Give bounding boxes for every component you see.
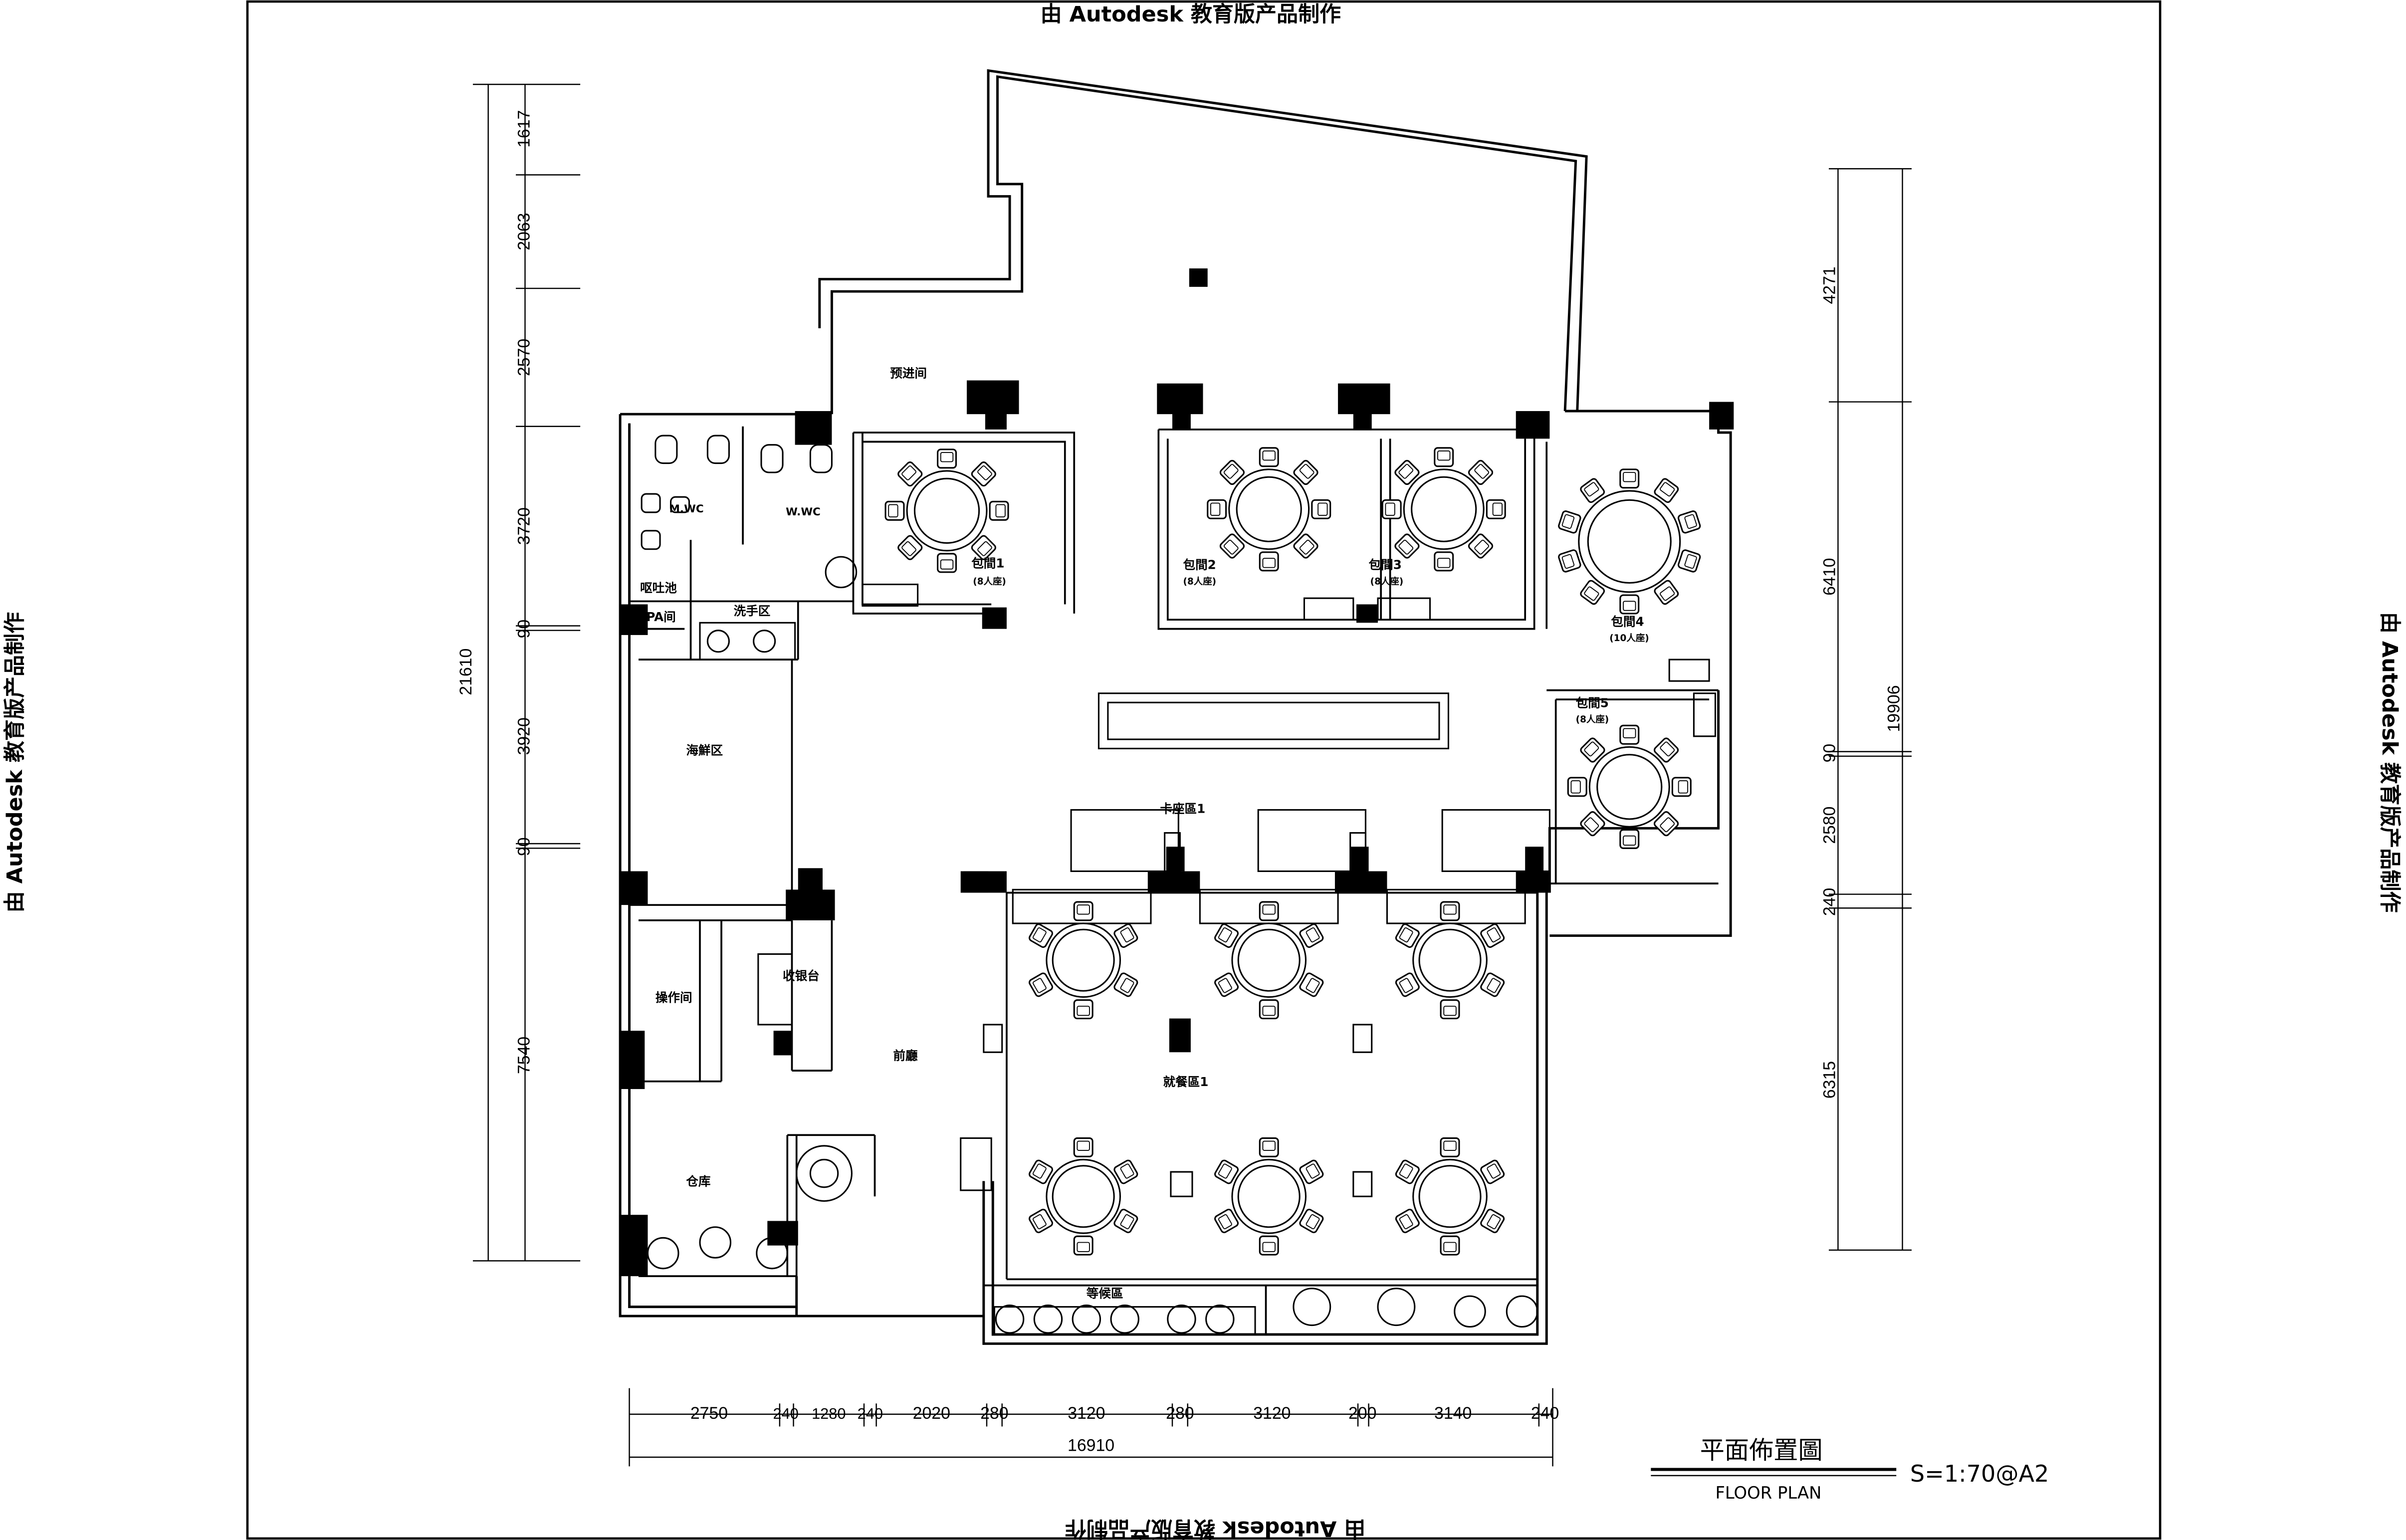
room-label-front-hall: 前廳 xyxy=(893,1049,918,1063)
dim-bottom-8: 280 xyxy=(1166,1404,1194,1423)
chair xyxy=(1259,901,1279,921)
dim-right-2: 6410 xyxy=(1820,558,1839,595)
room-label-cashier: 收银台 xyxy=(783,969,820,983)
watermark-left: 由 Autodesk 教育版产品制作 xyxy=(2,612,27,913)
room-label-spittoon: 呕吐池 xyxy=(640,581,677,595)
title-block-title: 平面佈置圖 xyxy=(1700,1436,1823,1465)
dim-left-total: 21610 xyxy=(456,649,475,695)
chair xyxy=(1619,468,1640,489)
chair xyxy=(1440,1235,1460,1256)
dim-bottom-total: 16910 xyxy=(1068,1436,1114,1455)
dim-left-6: 3920 xyxy=(515,717,534,755)
room-label-womens-wc: W.WC xyxy=(786,506,821,518)
room-label-mens-wc: M.WC xyxy=(669,503,704,515)
dim-bottom-9: 3120 xyxy=(1253,1404,1291,1423)
room-label-storage: 仓库 xyxy=(685,1174,710,1189)
chair xyxy=(1671,777,1692,797)
structural-columns xyxy=(620,268,1734,1277)
room-seats-private-2: (8人座) xyxy=(1183,576,1217,587)
room-label-private-1: 包間1 xyxy=(971,556,1004,571)
chair xyxy=(1259,1137,1279,1157)
chair xyxy=(1619,724,1640,745)
chair xyxy=(937,553,957,573)
dimension-lines xyxy=(487,84,1903,1458)
room-seats-private-4: (10人座) xyxy=(1609,633,1649,644)
dim-left-3: 2570 xyxy=(515,339,534,376)
furniture xyxy=(641,435,1716,1335)
room-label-seafood: 海鮮区 xyxy=(686,743,723,758)
dim-left-2: 2063 xyxy=(515,213,534,250)
dim-left-8: 7540 xyxy=(515,1037,534,1074)
dimension-ticks xyxy=(472,83,1912,1467)
watermark-right: 由 Autodesk 教育版产品制作 xyxy=(2377,612,2402,913)
room-label-vestibule: 预进间 xyxy=(890,366,927,380)
chair xyxy=(937,448,957,469)
room-label-wash-area: 洗手区 xyxy=(734,604,771,618)
dim-bottom-10: 200 xyxy=(1348,1404,1376,1423)
dim-left-7: 90 xyxy=(515,837,534,856)
chair xyxy=(1381,499,1402,519)
room-label-private-5: 包間5 xyxy=(1576,695,1609,710)
dim-bottom-3: 1280 xyxy=(812,1405,846,1422)
dim-bottom-2: 240 xyxy=(773,1405,799,1422)
room-seats-private-1: (8人座) xyxy=(973,576,1006,587)
watermark-bottom: 由 Autodesk 教育版产品制作 xyxy=(1065,1516,1366,1540)
chair xyxy=(884,500,905,521)
chair xyxy=(1073,1235,1094,1256)
chair xyxy=(989,500,1009,521)
dim-left-5: 90 xyxy=(515,620,534,639)
title-block: 平面佈置圖 FLOOR PLAN S=1:70@A2 xyxy=(1651,1436,2049,1503)
dim-left-4: 3720 xyxy=(515,507,534,545)
title-block-scale: S=1:70@A2 xyxy=(1910,1460,2049,1487)
chair xyxy=(1259,447,1279,467)
dim-bottom-11: 3140 xyxy=(1434,1404,1472,1423)
room-label-private-3: 包間3 xyxy=(1369,558,1402,572)
dim-right-4: 2580 xyxy=(1820,807,1839,844)
chair xyxy=(1073,999,1094,1020)
room-label-private-2: 包間2 xyxy=(1183,558,1216,572)
chair xyxy=(1434,447,1454,467)
dim-right-5: 240 xyxy=(1820,888,1839,916)
chair xyxy=(1440,901,1460,921)
chair xyxy=(1311,499,1331,519)
room-label-booth: 卡座區1 xyxy=(1160,802,1205,816)
dim-left-1: 1617 xyxy=(515,110,534,148)
drawing-border xyxy=(246,0,2162,1540)
chair xyxy=(1434,551,1454,572)
dim-right-6: 6315 xyxy=(1820,1061,1839,1099)
chair xyxy=(1619,594,1640,615)
room-label-waiting: 等候區 xyxy=(1087,1286,1123,1301)
room-label-private-4: 包間4 xyxy=(1611,614,1644,629)
chair xyxy=(1619,829,1640,849)
watermark-top: 由 Autodesk 教育版产品制作 xyxy=(1041,2,1341,27)
chair xyxy=(1073,901,1094,921)
room-seats-private-5: (8人座) xyxy=(1576,714,1609,725)
dim-right-total: 19906 xyxy=(1884,685,1903,732)
dim-right-3: 90 xyxy=(1820,744,1839,763)
chair xyxy=(1073,1137,1094,1157)
room-label-operation: 操作间 xyxy=(656,990,692,1005)
dim-bottom-1: 2750 xyxy=(690,1404,728,1423)
chair xyxy=(1567,777,1587,797)
dim-bottom-4: 240 xyxy=(858,1405,883,1422)
chair xyxy=(1440,999,1460,1020)
chair xyxy=(1259,999,1279,1020)
chair xyxy=(1259,1235,1279,1256)
title-block-subtitle: FLOOR PLAN xyxy=(1715,1483,1821,1503)
room-label-pa-room: PA间 xyxy=(646,610,675,624)
dim-bottom-12: 240 xyxy=(1531,1404,1559,1423)
dim-bottom-6: 280 xyxy=(980,1404,1008,1423)
chair xyxy=(1486,499,1506,519)
dim-bottom-7: 3120 xyxy=(1068,1404,1105,1423)
dim-right-1: 4271 xyxy=(1820,266,1839,304)
chair xyxy=(1259,551,1279,572)
room-seats-private-3: (8人座) xyxy=(1370,576,1404,587)
chair xyxy=(1207,499,1227,519)
dim-bottom-5: 2020 xyxy=(913,1404,950,1423)
chair xyxy=(1440,1137,1460,1157)
room-label-dining: 就餐區1 xyxy=(1163,1075,1209,1089)
